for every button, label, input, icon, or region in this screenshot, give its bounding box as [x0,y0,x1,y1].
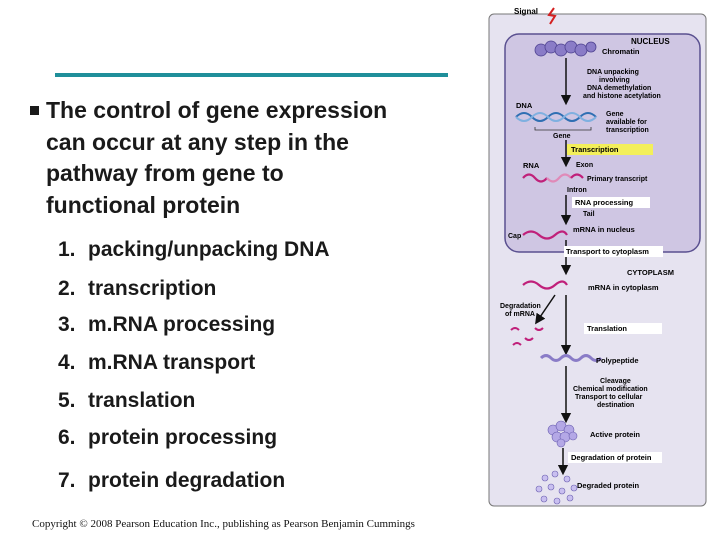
step-text: m.RNA processing [88,313,276,336]
step-text: translation [88,389,196,412]
step-number: 4. [58,351,76,374]
step-text: protein processing [88,426,278,449]
processing-label-3: Transport to cellular [575,394,643,401]
gene-available-label-3: transcription [606,127,649,134]
rna-exon-2 [570,173,584,179]
cytoplasm-label: CYTOPLASM [627,268,674,277]
step-text: packing/unpacking DNA [88,238,330,261]
gene-bracket [534,127,592,131]
polypeptide-label: Polypeptide [596,356,639,365]
degradation-mrna-label-1: Degradation [500,303,541,310]
translation-box [584,323,662,334]
step-1: 1. packing/unpacking DNA [58,238,330,262]
gene-expression-figure: Signal NUCLEUS Chromatin DNA unpacking i… [488,7,707,507]
main-line-1: The control of gene expression [46,97,388,123]
step-2: 2. transcription [58,277,216,301]
bullet-square-icon [30,106,39,115]
mrna-cytoplasm-label: mRNA in cytoplasm [588,283,659,292]
step-number: 7. [58,469,76,492]
main-line-3: pathway from gene to [46,160,284,186]
active-protein-label: Active protein [590,430,640,439]
signal-label: Signal [514,7,538,16]
dna-label: DNA [516,101,533,110]
intron-label: Intron [567,187,587,194]
transcription-label: Transcription [571,145,619,154]
nucleus-label: NUCLEUS [631,37,670,46]
processing-label-2: Chemical modification [573,386,648,393]
step-number: 5. [58,389,76,412]
chromatin-label: Chromatin [602,47,640,56]
unpacking-label-1: DNA unpacking [587,69,639,76]
step-5: 5. translation [58,389,195,413]
dna-helix-strand-a [515,112,597,122]
translation-label: Translation [587,324,627,333]
primary-transcript-label: Primary transcript [587,176,648,183]
mrna-nucleus-strand [522,230,568,240]
main-line-4: functional protein [46,191,241,218]
step-number: 2. [58,277,76,300]
arrow-mrna-degradation [535,294,556,325]
degraded-protein-fragments [535,470,578,505]
mrna-fragments [510,327,544,346]
rna-exon-1 [522,173,548,183]
unpacking-label-4: and histone acetylation [583,93,661,100]
main-line-2: can occur at any step in the [46,128,349,155]
mrna-nucleus-label: mRNA in nucleus [573,225,635,234]
tail-label: Tail [583,211,595,218]
active-protein-shape [547,420,578,448]
degradation-mrna-label-2: of mRNA [505,311,535,318]
rna-processing-box [572,197,650,208]
gene-available-label-1: Gene [606,111,624,118]
gene-available-label-2: available for [606,119,647,126]
step-7: 7. protein degradation [58,469,285,493]
mrna-cytoplasm-strand [522,280,568,290]
unpacking-label-3: DNA demethylation [587,85,651,92]
transport-label: Transport to cytoplasm [566,247,649,256]
step-number: 1. [58,238,76,261]
unpacking-label-2: involving [599,77,630,84]
exon-label: Exon [576,162,593,169]
rna-intron [546,173,572,183]
rna-processing-label: RNA processing [575,198,633,207]
dna-helix-strand-b [515,112,597,122]
polypeptide-chain [539,354,603,362]
degradation-protein-label: Degradation of protein [571,453,652,462]
signal-bolt-icon [547,7,557,25]
nucleus-region [504,33,701,253]
degraded-protein-label: Degraded protein [577,481,640,490]
step-3: 3. m.RNA processing [58,313,275,337]
step-number: 3. [58,313,76,336]
rna-label: RNA [523,161,540,170]
transcription-highlight [567,144,653,155]
step-text: m.RNA transport [88,351,256,374]
processing-label-4: destination [597,402,634,409]
transport-box [564,246,663,257]
cap-label: Cap [508,233,521,240]
protein-degradation-box [568,452,662,463]
main-statement: The control of gene expression can occur… [46,95,454,221]
chromatin-shape [534,40,597,57]
gene-label: Gene [553,133,571,140]
step-4: 4. m.RNA transport [58,351,255,375]
step-number: 6. [58,426,76,449]
processing-label-1: Cleavage [600,378,631,385]
title-rule [55,73,448,77]
step-text: transcription [88,277,217,300]
step-6: 6. protein processing [58,426,277,450]
copyright-notice: Copyright © 2008 Pearson Education Inc.,… [32,518,415,530]
step-text: protein degradation [88,469,286,492]
